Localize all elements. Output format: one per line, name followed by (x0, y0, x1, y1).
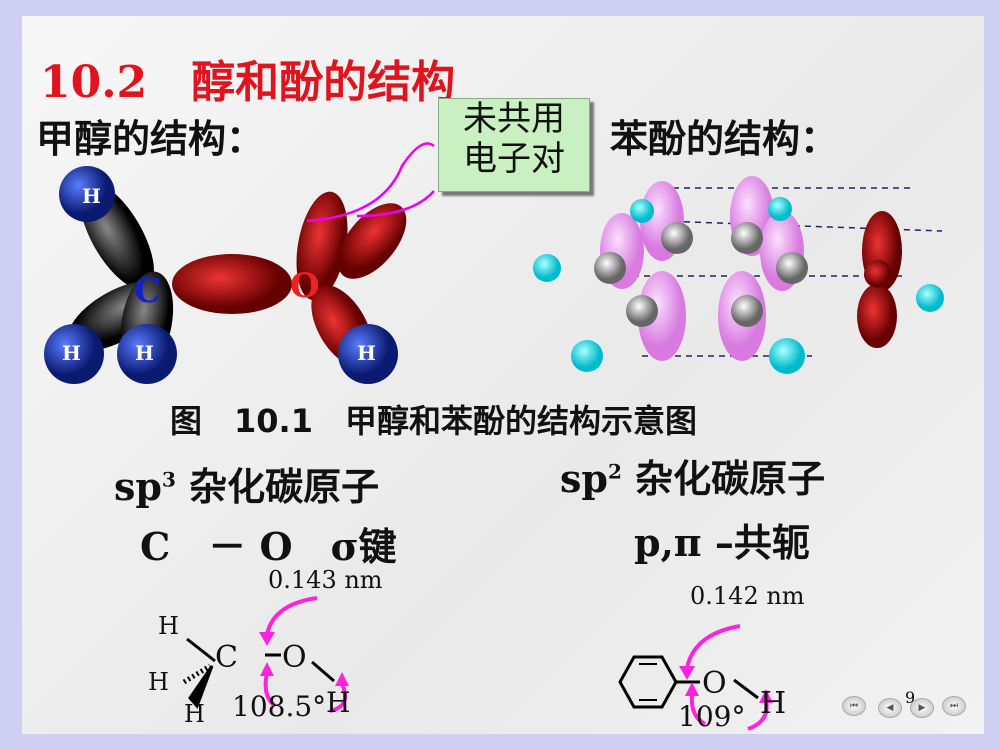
slide-title: 10.2 醇和酚的结构 (40, 57, 456, 108)
slide: 10.2 醇和酚的结构 甲醇的结构： 苯酚的结构： 未共用 电子对 (22, 16, 984, 734)
p-pi-conjugation: p,π –共轭 (634, 520, 810, 565)
phenol-o: O (702, 666, 727, 701)
right-hybridization: sp2 杂化碳原子 (560, 448, 825, 503)
sp-label: sp (114, 464, 162, 509)
left-hybridization: sp3 杂化碳原子 (114, 456, 379, 511)
prev-slide-button[interactable]: ◀ (878, 698, 902, 718)
next-icon: ▶ (918, 703, 926, 713)
first-slide-button[interactable]: ⏮ (842, 696, 866, 716)
coh-angle: 108.5° (232, 690, 327, 723)
first-icon: ⏮ (849, 701, 859, 711)
last-slide-button[interactable]: ⏭ (942, 696, 966, 716)
phenol-co-bond-length: 0.142 nm (690, 582, 805, 610)
sp-label: sp (560, 456, 608, 501)
hybrid-text: 杂化碳原子 (175, 465, 380, 509)
callout-line2: 电子对 (463, 139, 565, 179)
next-slide-button[interactable]: ▶ (910, 698, 934, 718)
formula-h-o: H (326, 686, 351, 719)
atom-h-left: H (62, 341, 81, 365)
structural-formulas (182, 596, 773, 731)
atom-h-mid: H (135, 341, 154, 365)
atom-o: O (290, 266, 320, 306)
atom-h-top: H (82, 184, 101, 208)
formula-h2: H (148, 668, 169, 696)
last-icon: ⏭ (949, 701, 959, 711)
callout-line1: 未共用 (463, 99, 565, 139)
hybrid-text: 杂化碳原子 (621, 457, 826, 501)
sp-superscript: 3 (161, 467, 176, 492)
lone-pair-callout: 未共用 电子对 (438, 98, 590, 192)
methanol-heading: 甲醇的结构： (36, 117, 265, 161)
methanol-model (44, 142, 435, 384)
formula-h1: H (158, 612, 179, 640)
figure-caption: 图 10.1 甲醇和苯酚的结构示意图 (170, 402, 697, 440)
formula-h3: H (184, 700, 205, 728)
co-bond-length: 0.143 nm (268, 566, 383, 594)
molecular-models (44, 142, 944, 384)
phenol-heading: 苯酚的结构： (610, 117, 839, 161)
co-sigma-bond: C － O σ键 (140, 524, 397, 569)
phenol-h: H (760, 686, 787, 721)
atom-c: C (134, 271, 162, 311)
prev-icon: ◀ (886, 703, 894, 713)
formula-o: O (282, 640, 307, 675)
phenol-model (533, 176, 944, 374)
page-number: 9 (905, 688, 916, 707)
phenol-angle: 109° (678, 700, 746, 733)
sp-superscript: 2 (607, 459, 622, 484)
atom-h-o: H (357, 341, 376, 365)
formula-c: C (215, 640, 238, 675)
